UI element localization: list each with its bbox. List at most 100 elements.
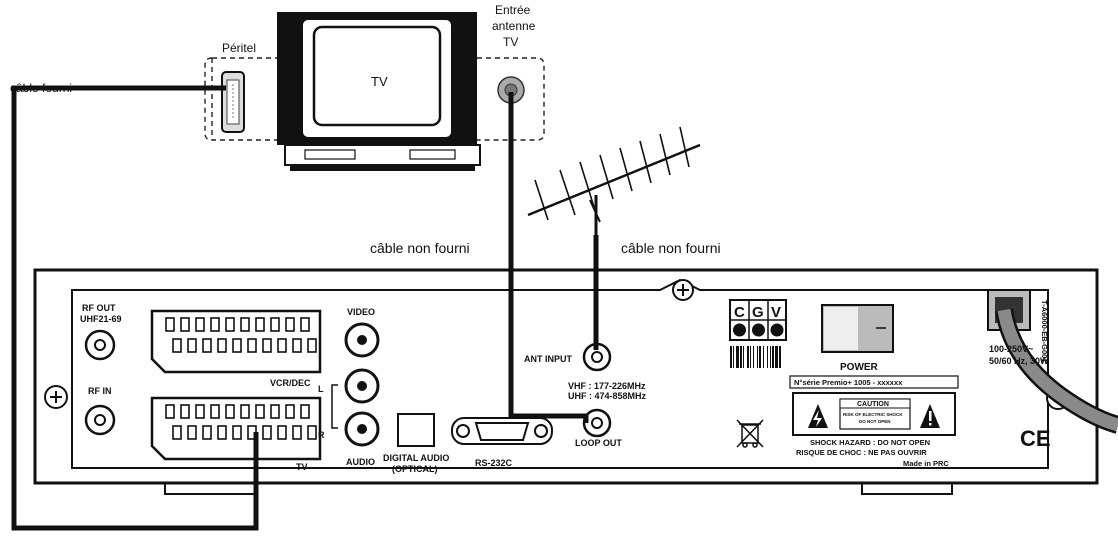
digital-audio-label-1: DIGITAL AUDIO xyxy=(383,453,449,463)
shock-hazard-text: SHOCK HAZARD : DO NOT OPEN xyxy=(810,438,930,447)
tv-screen-label: TV xyxy=(371,74,388,89)
tv-base-panel xyxy=(304,149,356,160)
barcode-bar xyxy=(730,346,732,368)
antenna-to-loop-out-cable xyxy=(508,92,589,423)
scart-pin xyxy=(210,404,220,419)
caution-title: CAUTION xyxy=(857,401,889,408)
video-rca-jack xyxy=(344,322,380,358)
antenna-dashed-box xyxy=(477,57,545,141)
roof-antenna xyxy=(527,126,701,235)
scart-cable xyxy=(11,85,259,531)
scart-pin xyxy=(300,404,310,419)
vcr-dec-label: VCR/DEC xyxy=(270,378,311,388)
scart-pin xyxy=(292,338,302,353)
video-label: VIDEO xyxy=(347,307,375,317)
scart-pin xyxy=(195,317,205,332)
scart-pin xyxy=(187,425,197,440)
scart-pin xyxy=(187,338,197,353)
barcode-bar xyxy=(759,346,761,368)
barcode-bar xyxy=(743,346,744,368)
ce-mark: CE xyxy=(1020,426,1051,451)
scart-pin xyxy=(277,425,287,440)
scart-pin xyxy=(217,338,227,353)
scart-vcr-dec xyxy=(150,309,322,374)
scart-pin xyxy=(202,425,212,440)
optical-port xyxy=(397,413,435,447)
audio-r-rca-jack xyxy=(344,411,380,447)
peritel-label: Péritel xyxy=(222,41,256,55)
barcode-bar xyxy=(772,346,774,368)
logo-letter-c: C xyxy=(734,304,745,321)
scart-pin xyxy=(232,338,242,353)
logo-letter-v: V xyxy=(771,304,781,321)
screw-left xyxy=(44,385,68,409)
cgv-logo: C G V xyxy=(729,299,787,341)
scart-pin xyxy=(240,404,250,419)
peritel-connector xyxy=(221,71,245,133)
audio-l-rca-jack xyxy=(344,368,380,404)
barcode-bar xyxy=(733,346,734,368)
loop-out-label: LOOP OUT xyxy=(575,438,622,448)
scart-pin xyxy=(270,404,280,419)
audio-l-label: L xyxy=(318,384,324,394)
scart-pin xyxy=(180,404,190,419)
barcode-bar xyxy=(770,346,771,368)
caution-line-2: DO NOT OPEN xyxy=(859,419,891,424)
tv-base-buttons xyxy=(409,149,456,160)
rs232c-port xyxy=(451,417,553,445)
barcode-bar xyxy=(740,346,742,368)
scart-pin xyxy=(285,317,295,332)
scart-pin xyxy=(262,425,272,440)
scart-pin xyxy=(165,317,175,332)
scart-pin xyxy=(165,404,175,419)
ant-input-jack xyxy=(582,342,612,372)
scart-pin xyxy=(277,338,287,353)
antenna-input-label-2: antenne xyxy=(492,19,536,33)
scart-pin xyxy=(307,425,317,440)
tv-screen xyxy=(312,25,442,127)
cable-not-supplied-label-1: câble non fourni xyxy=(370,240,470,256)
scart-pin xyxy=(202,338,212,353)
barcode-bar xyxy=(747,346,749,368)
scart-pin xyxy=(285,404,295,419)
digital-audio-label-2: (OPTICAL) xyxy=(392,464,438,474)
risque-choc-text: RISQUE DE CHOC : NE PAS OUVRIR xyxy=(796,448,927,457)
rf-in-jack xyxy=(84,404,116,436)
scart-pin xyxy=(300,317,310,332)
model-code-label: T-A6000-EB-G001 xyxy=(1040,300,1049,363)
barcode xyxy=(730,346,781,368)
barcode-bar xyxy=(767,346,768,368)
audio-bracket xyxy=(331,384,338,429)
scart-pin xyxy=(307,338,317,353)
serial-label: N°série Premio+ 1005 - xxxxxx xyxy=(794,378,903,387)
barcode-bar xyxy=(775,346,778,368)
made-in-label: Made in PRC xyxy=(903,459,949,468)
scart-pin xyxy=(172,425,182,440)
scart-pin xyxy=(225,317,235,332)
barcode-bar xyxy=(763,346,764,368)
scart-pin xyxy=(180,317,190,332)
rs232c-label: RS-232C xyxy=(475,458,513,468)
scart-pin xyxy=(172,338,182,353)
tv-foot xyxy=(290,165,475,171)
scart-pin xyxy=(255,404,265,419)
scart-pin xyxy=(210,317,220,332)
scart-pin xyxy=(240,317,250,332)
rf-out-label-2: UHF21-69 xyxy=(80,314,122,324)
barcode-bar xyxy=(736,346,739,368)
uhf-label: UHF : 474-858MHz xyxy=(568,391,647,401)
peritel-dashed-box xyxy=(204,57,277,141)
power-cord xyxy=(997,308,1118,432)
scart-pin xyxy=(270,317,280,332)
caution-plate xyxy=(792,392,956,436)
barcode-bar xyxy=(750,346,751,368)
rf-in-label: RF IN xyxy=(88,386,112,396)
power-label: POWER xyxy=(840,362,879,373)
voltage-label-1: 100-250V~ xyxy=(989,344,1033,354)
scart-pin xyxy=(195,404,205,419)
barcode-bar xyxy=(779,346,781,368)
barcode-bar xyxy=(753,346,754,368)
barcode-bar xyxy=(757,346,758,368)
antenna-input-label-1: Entrée xyxy=(495,3,531,17)
